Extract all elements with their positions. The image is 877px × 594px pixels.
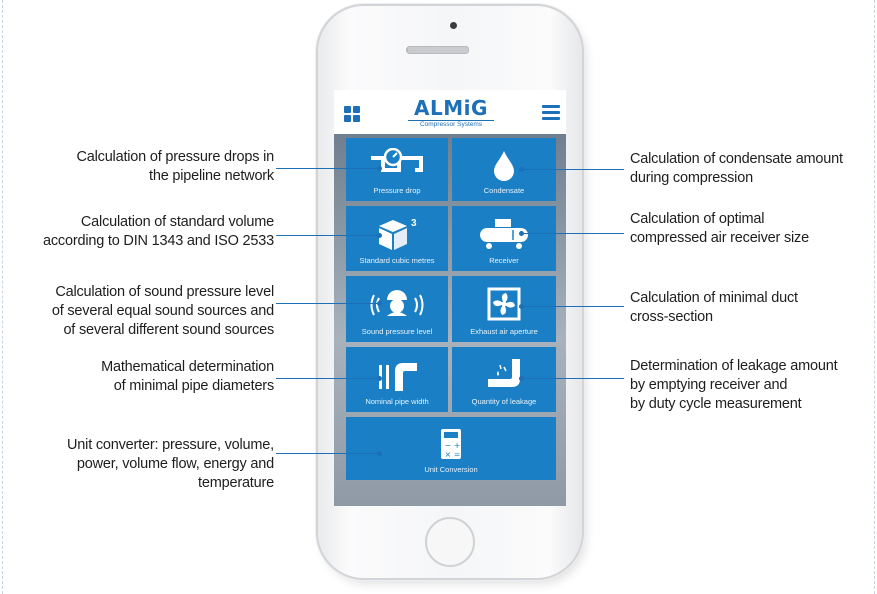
brand-logo: ALMiG Compressor Systems bbox=[408, 97, 494, 129]
tile-label: Unit Conversion bbox=[424, 465, 478, 474]
connector-dot bbox=[377, 166, 382, 171]
connector-line bbox=[276, 168, 379, 169]
front-camera bbox=[450, 22, 457, 29]
leaking-pipe-icon bbox=[488, 359, 520, 387]
connector-dot bbox=[377, 376, 382, 381]
connector-line bbox=[522, 306, 624, 307]
tile-quantity-of-leakage[interactable]: Quantity of leakage bbox=[452, 347, 556, 412]
connector-line bbox=[522, 233, 624, 234]
pipe-elbow-icon bbox=[379, 363, 417, 391]
fan-icon bbox=[487, 287, 521, 321]
hamburger-menu-icon[interactable] bbox=[542, 105, 560, 121]
connector-dot bbox=[519, 376, 524, 381]
worker-hearing-protection-icon bbox=[370, 290, 424, 316]
connector-dot bbox=[377, 233, 382, 238]
connector-dot bbox=[519, 304, 524, 309]
water-drop-icon bbox=[494, 151, 514, 181]
tile-label: Condensate bbox=[483, 186, 525, 195]
connector-line bbox=[522, 169, 624, 170]
svg-text:× =: × = bbox=[445, 450, 461, 459]
tile-unit-conversion[interactable]: − + × = Unit Conversion bbox=[346, 417, 556, 480]
tile-nominal-pipe-width[interactable]: Nominal pipe width bbox=[346, 347, 448, 412]
guide-line-right bbox=[874, 0, 875, 594]
callout-unit-converter: Unit converter: pressure, volume,power, … bbox=[67, 437, 274, 491]
tile-sound-pressure-level[interactable]: Sound pressure level bbox=[346, 276, 448, 342]
guide-line-left bbox=[2, 0, 3, 594]
home-button[interactable] bbox=[425, 517, 475, 567]
connector-dot bbox=[377, 451, 382, 456]
tile-label: Exhaust air aperture bbox=[470, 327, 538, 336]
connector-line bbox=[276, 378, 379, 379]
earpiece-speaker bbox=[407, 46, 469, 54]
pressure-gauge-pipe-icon bbox=[371, 148, 423, 172]
tile-label: Receiver bbox=[489, 256, 519, 265]
connector-line bbox=[276, 303, 379, 304]
connector-dot bbox=[519, 231, 524, 236]
phone-screen: ALMiG Compressor Systems Pressure drop C… bbox=[334, 90, 566, 506]
app-header: ALMiG Compressor Systems bbox=[334, 90, 566, 134]
cube-icon: 3 bbox=[379, 218, 417, 250]
connector-line bbox=[276, 235, 379, 236]
tile-label: Standard cubic metres bbox=[359, 256, 435, 265]
connector-line bbox=[276, 453, 379, 454]
grid-menu-icon[interactable] bbox=[344, 106, 362, 124]
superscript-three: 3 bbox=[411, 218, 417, 229]
tile-label: Nominal pipe width bbox=[365, 397, 429, 406]
tile-standard-cubic-metres[interactable]: 3 Standard cubic metres bbox=[346, 206, 448, 271]
tile-label: Sound pressure level bbox=[361, 327, 433, 336]
air-receiver-tank-icon bbox=[480, 219, 528, 249]
calculator-icon: − + × = bbox=[441, 429, 461, 459]
tile-exhaust-air-aperture[interactable]: Exhaust air aperture bbox=[452, 276, 556, 342]
connector-dot bbox=[519, 167, 524, 172]
svg-text:− +: − + bbox=[445, 441, 461, 450]
connector-dot bbox=[377, 301, 382, 306]
tile-label: Quantity of leakage bbox=[471, 397, 537, 406]
tile-pressure-drop[interactable]: Pressure drop bbox=[346, 138, 448, 201]
tile-label: Pressure drop bbox=[373, 186, 421, 195]
connector-line bbox=[522, 378, 624, 379]
tile-receiver[interactable]: Receiver bbox=[452, 206, 556, 271]
